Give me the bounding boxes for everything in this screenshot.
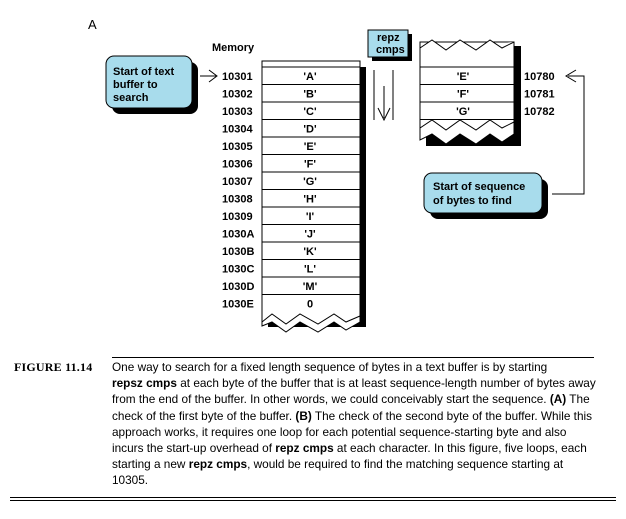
caption-b3: (B) [295, 408, 312, 423]
repz-label-line2: cmps [376, 44, 405, 56]
buffer-value: 'B' [303, 89, 317, 101]
caption-rule-top [112, 357, 594, 358]
repz-cmps-indicator: repz cmps [367, 29, 412, 122]
caption-p2: at each byte of the buffer that is at le… [112, 376, 596, 407]
buffer-value: 'L' [304, 264, 316, 276]
buffer-rows: 10301 'A' 10302 'B' 10303 'C' 10304 'D' 10305 'E'… [222, 66, 360, 311]
repz-label-line1: repz [377, 32, 400, 44]
sequence-address: 10782 [524, 106, 555, 118]
buffer-address: 10301 [222, 71, 253, 83]
text-buffer-block: 10301 'A' 10302 'B' 10303 'C' 10304 'D' 10305 'E'… [222, 60, 366, 333]
caption-p3: The check of the first byte of the buffe… [112, 392, 590, 423]
buffer-address: 10307 [222, 176, 253, 188]
sequence-value: 'G' [456, 106, 470, 118]
caption-b4: repz cmps [275, 441, 334, 456]
buffer-value: 'F' [304, 159, 316, 171]
sequence-rows: 'E' 10780 'F' 10781 'G' 10782 [420, 66, 555, 120]
buffer-value: 'A' [303, 71, 317, 83]
buffer-address: 1030B [222, 246, 254, 258]
buffer-address: 10304 [222, 124, 253, 136]
bottom-rule-1 [10, 497, 616, 498]
buffer-value: 'G' [303, 176, 317, 188]
memory-heading: Memory [212, 42, 255, 54]
callout-buffer-line1: Start of text [113, 66, 174, 78]
buffer-address: 1030D [222, 281, 254, 293]
buffer-address: 10309 [222, 211, 253, 223]
buffer-address: 10308 [222, 194, 253, 206]
caption-b2: (A) [549, 392, 567, 407]
caption-p1: One way to search for a fixed length seq… [112, 360, 548, 374]
buffer-address: 10303 [222, 106, 253, 118]
buffer-address: 10302 [222, 89, 253, 101]
buffer-address: 1030A [222, 229, 254, 241]
buffer-value: 'J' [304, 229, 316, 241]
callout-sequence-start: Start of sequence of bytes to find [423, 69, 585, 219]
callout-buffer-line3: search [113, 92, 149, 104]
caption-b5: repz cmps [188, 457, 248, 472]
bottom-rule-2 [10, 500, 616, 501]
figure-label: FIGURE 11.14 [14, 360, 93, 374]
buffer-value: 'C' [303, 106, 317, 118]
sequence-value: 'E' [457, 71, 470, 83]
sequence-address: 10780 [524, 71, 555, 83]
memory-search-diagram: A Memory 10301 'A' 10302 'B' 10303 'C' 10304 'D… [88, 17, 585, 333]
caption-p5: at each character. In this figure, five … [112, 441, 587, 472]
callout-buffer-start: Start of text buffer to search [105, 55, 218, 114]
callout-sequence-line2: of bytes to find [433, 195, 512, 207]
buffer-value: 'D' [303, 124, 317, 136]
panel-label: A [88, 17, 97, 32]
caption-b1: repsz cmps [112, 376, 177, 391]
buffer-value: 'E' [304, 141, 317, 153]
sequence-block: 'E' 10780 'F' 10781 'G' 10782 [419, 39, 555, 146]
figure-caption: One way to search for a fixed length seq… [112, 359, 598, 489]
buffer-value: 'K' [303, 246, 317, 258]
buffer-address: 10306 [222, 159, 253, 171]
buffer-value: 'H' [303, 194, 317, 206]
callout-buffer-line2: buffer to [113, 79, 158, 91]
buffer-address: 10305 [222, 141, 253, 153]
caption-p4: The check of the second byte of the buff… [112, 408, 593, 456]
caption-p6: , would be required to find the matching… [112, 457, 564, 488]
callout-sequence-line1: Start of sequence [433, 181, 525, 193]
buffer-value: 'M' [303, 281, 318, 293]
buffer-value: 'I' [306, 211, 315, 223]
buffer-address: 1030E [222, 299, 254, 311]
buffer-value: 0 [307, 299, 313, 311]
sequence-value: 'F' [457, 89, 469, 101]
buffer-address: 1030C [222, 264, 254, 276]
sequence-address: 10781 [524, 89, 555, 101]
